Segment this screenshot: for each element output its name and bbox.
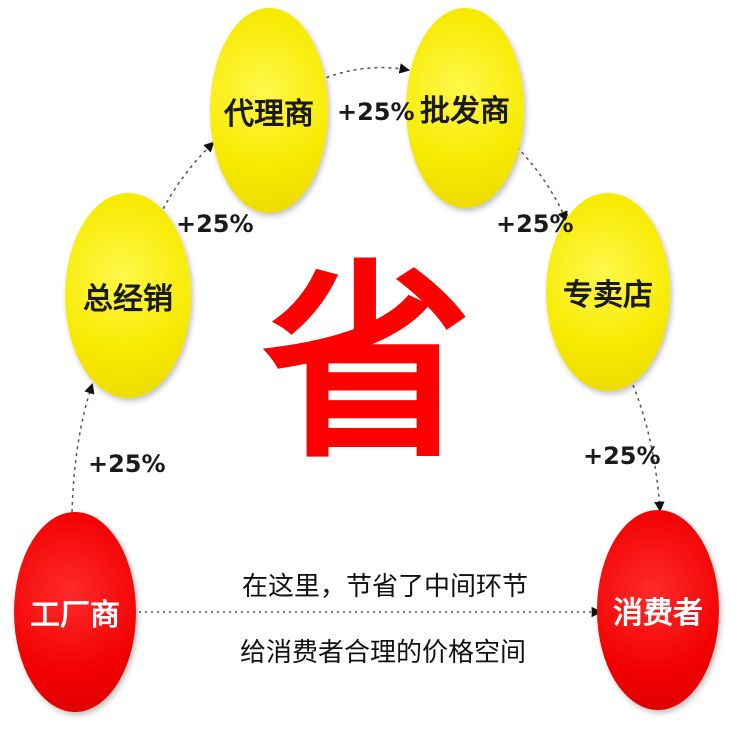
markup-store-to-consumer: +25% — [583, 442, 661, 470]
node-agent: 代理商 — [210, 8, 328, 213]
node-consumer: 消费者 — [597, 510, 719, 710]
arrow-wholesaler-to-store — [511, 141, 568, 222]
node-wholesaler-label: 批发商 — [420, 94, 510, 129]
arrow-distributor-to-agent — [159, 141, 215, 216]
node-store: 专卖店 — [546, 193, 670, 391]
markup-distributor-to-agent: +25% — [176, 210, 254, 238]
node-consumer-label: 消费者 — [613, 596, 703, 631]
node-factory: 工厂商 — [14, 512, 136, 712]
markup-factory-to-distributor: +25% — [88, 450, 166, 478]
arrow-agent-to-wholesaler — [319, 63, 411, 81]
node-store-label: 专卖店 — [563, 278, 653, 313]
markup-agent-to-wholesaler: +25% — [337, 98, 415, 126]
markup-wholesaler-to-store: +25% — [496, 210, 574, 238]
caption-line-2: 给消费者合理的价格空间 — [240, 638, 527, 668]
node-distributor: 总经销 — [65, 193, 191, 398]
node-distributor-label: 总经销 — [83, 281, 173, 317]
savings-character: 省 — [262, 242, 473, 487]
node-wholesaler: 批发商 — [406, 8, 524, 208]
node-factory-label: 工厂商 — [30, 598, 120, 633]
node-agent-label: 代理商 — [224, 96, 314, 132]
arrow-store-to-consumer — [632, 384, 665, 513]
caption-line-1: 在这里，节省了中间环节 — [242, 572, 529, 602]
arrow-factory-to-distributor — [71, 383, 95, 513]
